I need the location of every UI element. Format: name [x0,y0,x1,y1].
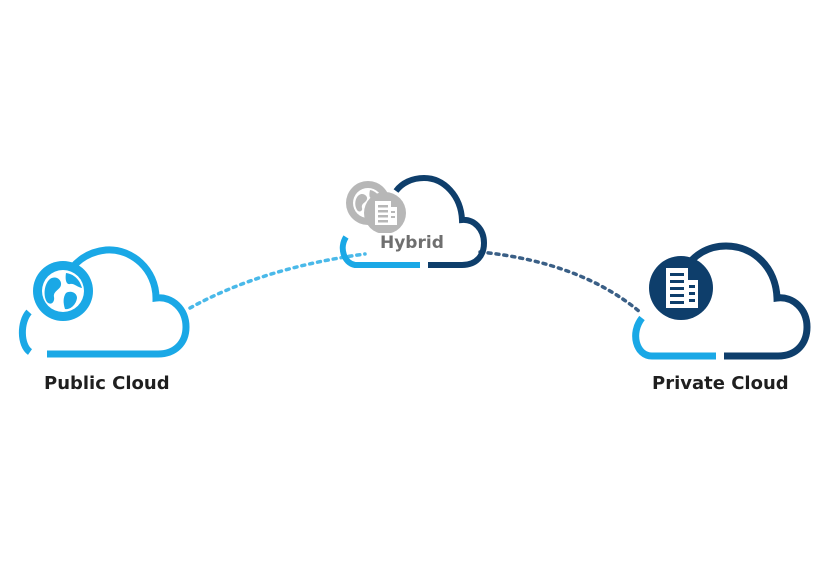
private-cloud [632,242,811,360]
public-cloud-left-lobe [18,309,33,355]
hybrid-cloud-dark-segment [393,174,488,268]
public-cloud-outline [47,246,190,358]
connector-hybrid-private [478,250,642,314]
hybrid-cloud-label: Hybrid [378,233,446,253]
private-cloud-label: Private Cloud [652,373,789,394]
connector-public-hybrid [188,252,367,310]
public-cloud [18,246,190,358]
hybrid-cloud [339,174,488,268]
building-icon [364,192,406,234]
hybrid-cloud-light-segment [339,235,420,268]
building-icon [649,256,713,320]
private-cloud-light-segment [632,315,716,360]
public-cloud-label: Public Cloud [44,373,170,394]
private-cloud-dark-segment [682,242,811,360]
globe-icon [33,261,93,321]
